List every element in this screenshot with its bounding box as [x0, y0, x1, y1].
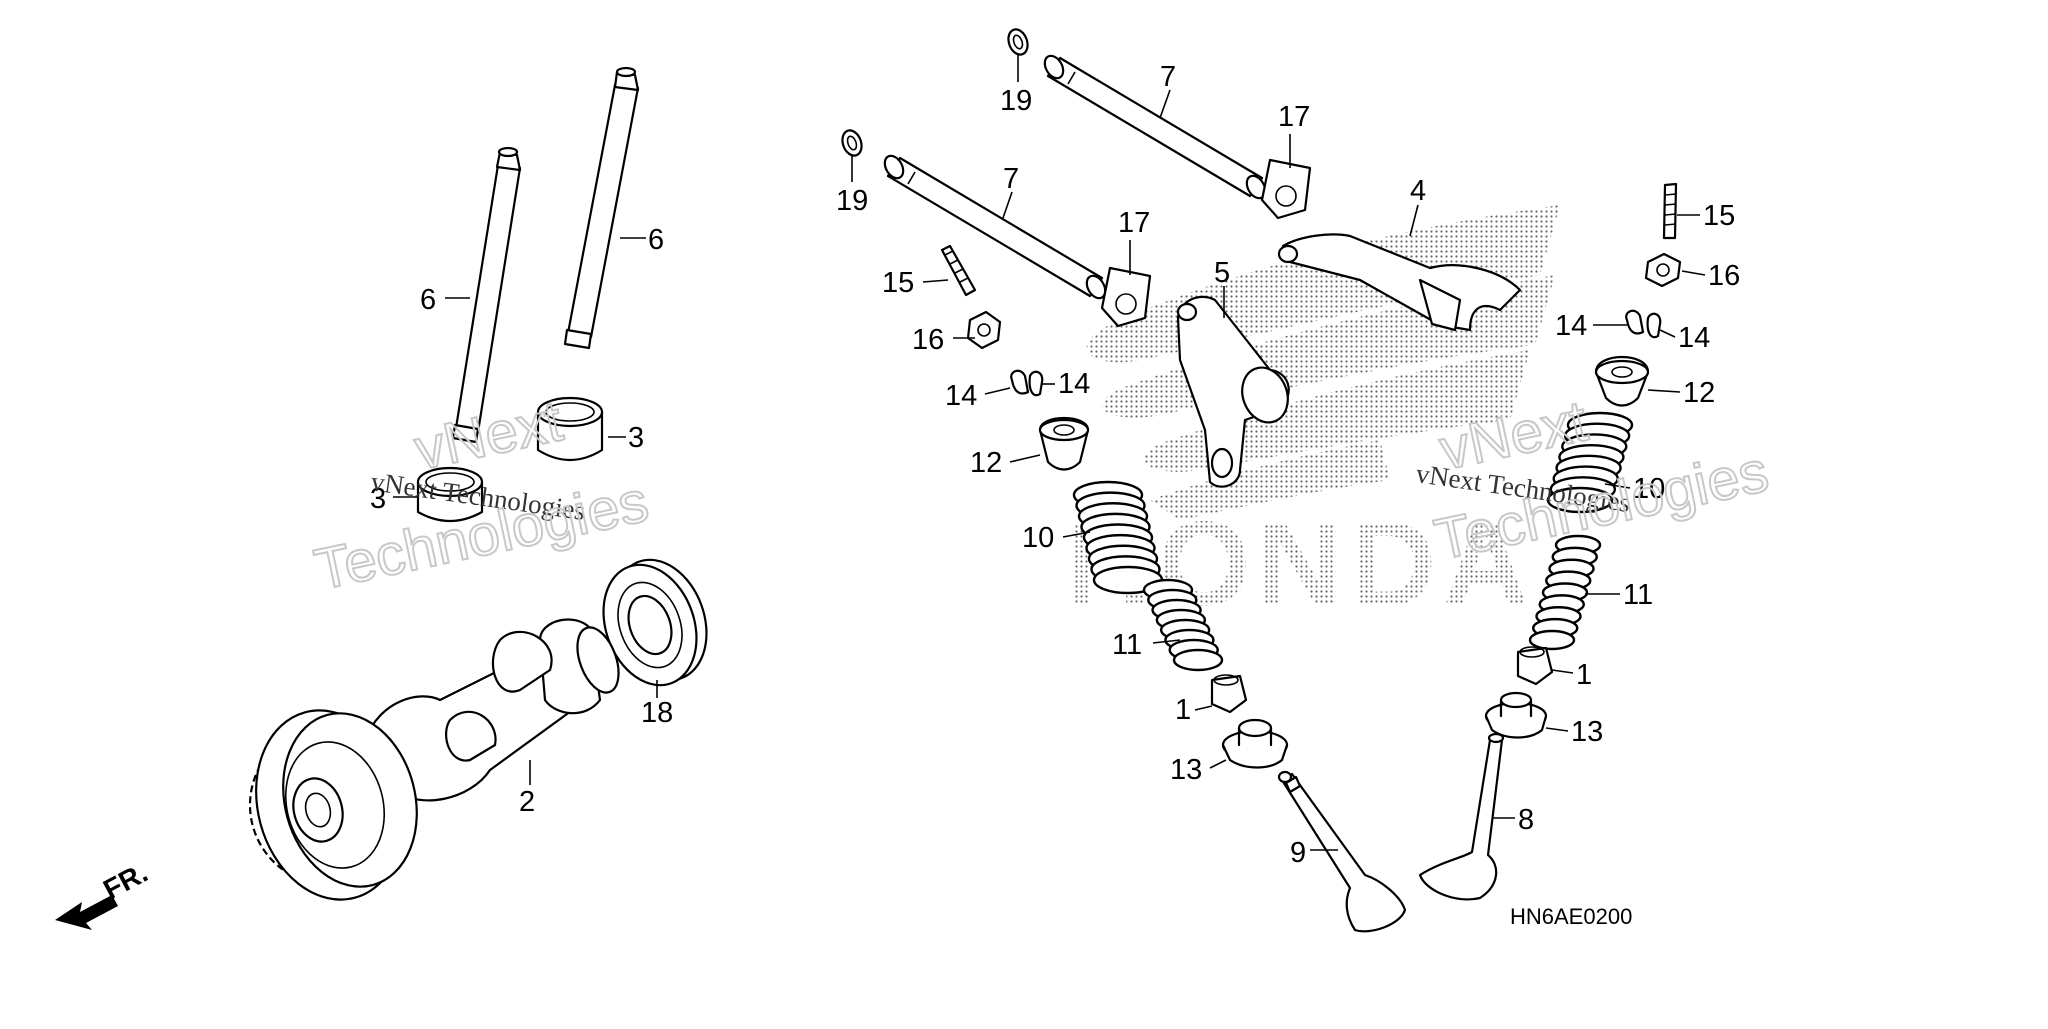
callout-3-lower: 3: [370, 483, 386, 515]
callout-6-right: 6: [648, 224, 664, 256]
callout-4: 4: [1410, 175, 1426, 207]
camshaft: [363, 618, 620, 802]
shaft-retainer-plate-upper: [1260, 158, 1312, 220]
washer-lower: [841, 129, 863, 157]
watermark-left-line3: vNext: [409, 388, 568, 482]
callout-16-right: 16: [1708, 260, 1740, 292]
inner-valve-spring-left: [1142, 578, 1224, 672]
spring-retainer-right: [1594, 355, 1650, 407]
callout-5: 5: [1214, 257, 1230, 289]
adjusting-screw-right: [1662, 182, 1678, 240]
leader-lines: [393, 55, 1706, 851]
callout-labels: 6 6 3 3 18 2 19 19 7 7 17 17 4 5 15 16 1…: [370, 61, 1740, 869]
callout-17-lower: 17: [1118, 207, 1150, 239]
callout-14-right-b: 14: [1678, 322, 1710, 354]
callout-14-right-a: 14: [1555, 310, 1587, 342]
callout-17-upper: 17: [1278, 101, 1310, 133]
callout-11-right: 11: [1623, 579, 1653, 611]
stem-seal-left: [1210, 674, 1248, 714]
push-rod-right: [563, 66, 640, 350]
callout-13-left: 13: [1170, 754, 1202, 786]
callout-10-right: 10: [1633, 473, 1665, 505]
callout-8: 8: [1518, 804, 1534, 836]
camshaft-bearing: [602, 558, 708, 687]
rocker-arm-exhaust: [1277, 233, 1522, 332]
callout-1-right: 1: [1576, 659, 1592, 691]
callout-15-left: 15: [882, 267, 914, 299]
rocker-arm-intake: [1176, 295, 1290, 488]
callout-11-left: 11: [1112, 629, 1142, 661]
callout-3-upper: 3: [628, 422, 644, 454]
spring-retainer-left: [1038, 417, 1090, 471]
callout-7-upper: 7: [1160, 61, 1176, 93]
callout-19-upper: 19: [1000, 85, 1032, 117]
valve-cotters-right: [1625, 309, 1662, 339]
diagram-code: HN6AE0200: [1510, 904, 1632, 929]
callout-12-right: 12: [1683, 377, 1715, 409]
callout-2: 2: [519, 786, 535, 818]
callout-15-right: 15: [1703, 200, 1735, 232]
callout-10-left: 10: [1022, 522, 1054, 554]
valve-lifter-lower: [416, 466, 484, 522]
callout-18: 18: [641, 697, 673, 729]
valve-cotters-left: [1010, 369, 1044, 397]
valve-lifter-upper: [536, 396, 604, 461]
callout-16-left: 16: [912, 324, 944, 356]
callout-14-left-b: 14: [1058, 368, 1090, 400]
inner-valve-spring-right: [1528, 534, 1602, 651]
adjusting-screw-left: [940, 244, 977, 297]
callout-12-left: 12: [970, 447, 1002, 479]
callout-13-right: 13: [1571, 716, 1603, 748]
shaft-retainer-plate-lower: [1100, 266, 1152, 328]
front-direction-arrow: FR.: [55, 857, 153, 930]
lock-nut-left: [966, 310, 1002, 350]
washer-upper: [1007, 28, 1029, 56]
callout-9: 9: [1290, 837, 1306, 869]
rocker-arm-shaft-upper: [1043, 54, 1267, 200]
outer-valve-spring-right: [1546, 411, 1634, 514]
spring-seat-left: [1221, 718, 1289, 769]
rocker-arm-shaft-lower: [883, 154, 1107, 300]
callout-7-lower: 7: [1003, 163, 1019, 195]
callout-14-left-a: 14: [945, 380, 977, 412]
callout-6-left: 6: [420, 284, 436, 316]
spring-seat-right: [1484, 691, 1548, 739]
intake-valve: [1277, 770, 1407, 933]
camshaft-gear: [248, 709, 418, 901]
exhaust-valve: [1418, 732, 1505, 901]
lock-nut-right: [1644, 252, 1682, 288]
callout-19-lower: 19: [836, 185, 868, 217]
push-rod-left: [451, 146, 522, 444]
stem-seal-right: [1516, 646, 1554, 686]
callout-1-left: 1: [1175, 694, 1191, 726]
